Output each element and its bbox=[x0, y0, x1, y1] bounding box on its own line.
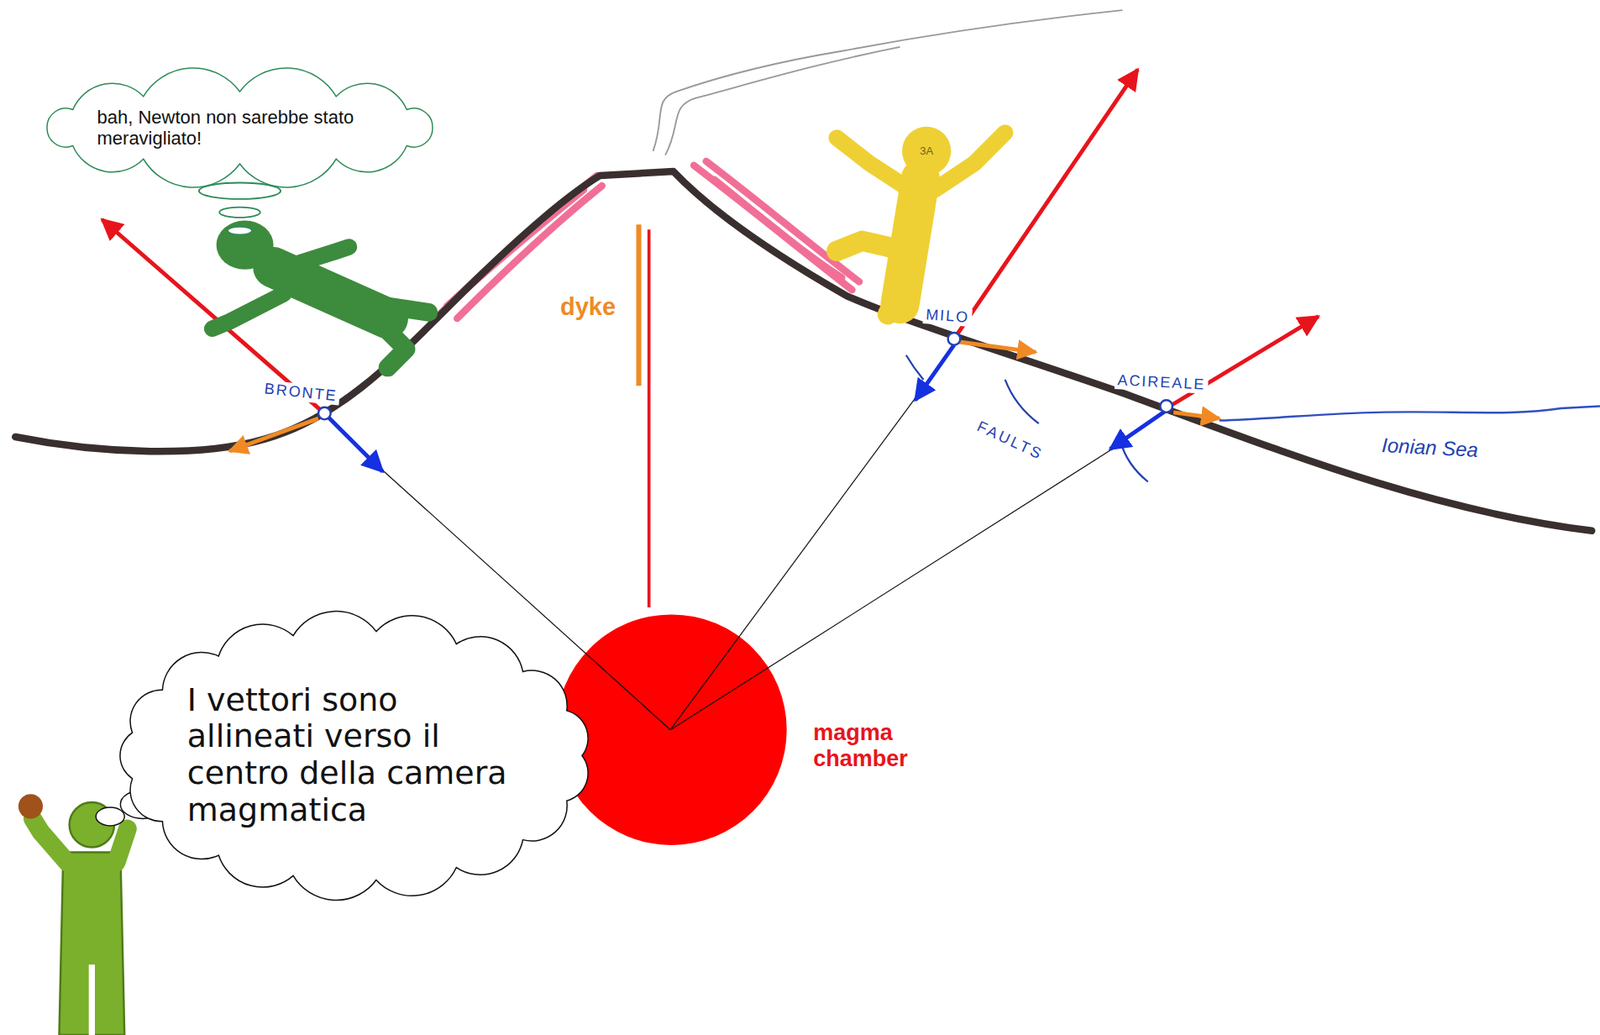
uplift-vector bbox=[954, 69, 1139, 340]
uplift-vector bbox=[1166, 316, 1319, 409]
gps-station bbox=[1159, 399, 1173, 413]
smoke-line bbox=[665, 47, 900, 156]
bubble-trail bbox=[199, 182, 281, 235]
jumping-figure bbox=[836, 126, 1005, 315]
figure-leg bbox=[887, 285, 903, 315]
smoke-line bbox=[653, 10, 1123, 152]
fault-mark bbox=[906, 355, 924, 380]
horizontal-vector bbox=[1173, 412, 1220, 419]
horizontal-vector bbox=[229, 418, 319, 452]
leader-line bbox=[670, 398, 916, 730]
magma-chamber bbox=[556, 613, 787, 845]
thought-bubble bbox=[95, 807, 125, 826]
conduit-line bbox=[647, 229, 651, 608]
thought-text: bah, Newton non sarebbe stato meraviglia… bbox=[97, 106, 383, 150]
thought-bubble bbox=[199, 182, 281, 199]
leader-line bbox=[670, 449, 1113, 730]
thought-text: I vettori sono allineati verso il centro… bbox=[187, 681, 524, 829]
ground-profile bbox=[15, 171, 1592, 531]
station-label: MILO bbox=[922, 305, 972, 327]
sea-surface bbox=[1219, 406, 1600, 421]
horizontal-vector bbox=[959, 341, 1036, 352]
figure-arm bbox=[116, 828, 128, 863]
sea-label: Ionian Sea bbox=[1381, 433, 1480, 462]
thought-bubble bbox=[219, 207, 261, 218]
inflation-vector bbox=[915, 345, 955, 401]
cloud-shape bbox=[120, 610, 588, 900]
stations bbox=[318, 332, 1173, 420]
figure-leg bbox=[385, 328, 406, 368]
figure-tag: 3A bbox=[919, 144, 934, 158]
cloud-text-block: I vettori sono allineati verso il centro… bbox=[187, 681, 524, 829]
fault-mark bbox=[1005, 379, 1039, 424]
lava-flows bbox=[433, 161, 860, 321]
figure-leg bbox=[836, 241, 903, 252]
cloud-shape bbox=[47, 68, 433, 188]
part-label: dyke bbox=[560, 293, 616, 321]
inflation-vector bbox=[324, 413, 383, 472]
figure-head bbox=[902, 126, 951, 176]
figure-arm bbox=[212, 293, 284, 329]
fault-marks bbox=[906, 355, 1149, 483]
smoke bbox=[653, 10, 1123, 156]
figure-arm bbox=[298, 246, 350, 263]
lava-flow bbox=[713, 179, 842, 279]
lava-flow bbox=[693, 165, 852, 290]
thought-cloud: I vettori sono allineati verso il centro… bbox=[99, 602, 611, 909]
fault-mark bbox=[1120, 440, 1149, 483]
thought-cloud: bah, Newton non sarebbe stato meraviglia… bbox=[18, 62, 462, 193]
fault-label: FAULTS bbox=[972, 416, 1050, 465]
figure-leg bbox=[388, 305, 430, 312]
lying-figure bbox=[212, 220, 430, 368]
figure-head bbox=[216, 220, 274, 269]
inflation-vector bbox=[1110, 409, 1167, 449]
part-label: magma chamber bbox=[813, 719, 908, 772]
figure-arm bbox=[32, 818, 68, 862]
standing-figure bbox=[18, 789, 166, 1035]
figure-leg-gap bbox=[89, 964, 95, 1035]
cloud-outline bbox=[18, 62, 462, 193]
gps-station bbox=[318, 407, 331, 420]
cloud-text-block: bah, Newton non sarebbe stato meraviglia… bbox=[97, 106, 383, 150]
station-label: ACIREALE bbox=[1114, 371, 1209, 394]
thought-bubble bbox=[227, 226, 252, 236]
fruit bbox=[18, 793, 43, 819]
gps-station bbox=[948, 332, 961, 346]
figure-arm bbox=[836, 137, 910, 190]
figure-body bbox=[58, 852, 125, 1035]
station-label: BRONTE bbox=[261, 379, 341, 405]
dyke-line bbox=[636, 224, 642, 386]
